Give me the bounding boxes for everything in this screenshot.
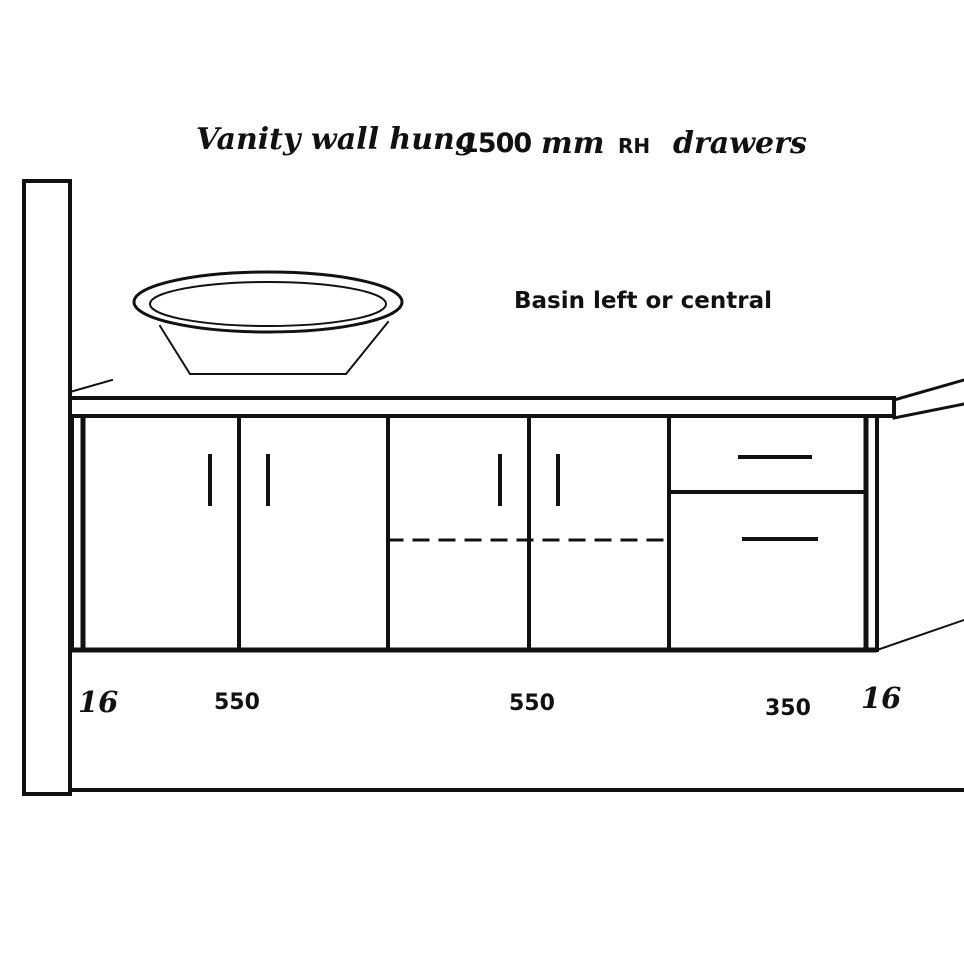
- title-part-5: drawers: [673, 126, 807, 161]
- dim-left-side: 16: [78, 685, 119, 719]
- doors-section-2: [386, 418, 671, 652]
- basin: [132, 270, 404, 375]
- title-part-2: 1500: [460, 128, 532, 159]
- cabinet-body: [69, 417, 964, 653]
- drawers-section-3: [671, 455, 868, 541]
- wall: [22, 179, 72, 796]
- title-part-1: Vanity wall hung: [196, 122, 476, 157]
- wall-stub: [68, 378, 114, 394]
- dim-section-1: 550: [214, 690, 260, 715]
- title-part-3: mm: [541, 126, 605, 161]
- dim-section-2: 550: [509, 691, 555, 716]
- basin-note: Basin left or central: [514, 288, 772, 314]
- dim-section-3: 350: [765, 696, 811, 721]
- countertop: [68, 378, 964, 420]
- title-part-4: RH: [618, 134, 651, 158]
- doors-section-1: [208, 418, 390, 652]
- dim-right-side: 16: [861, 681, 902, 715]
